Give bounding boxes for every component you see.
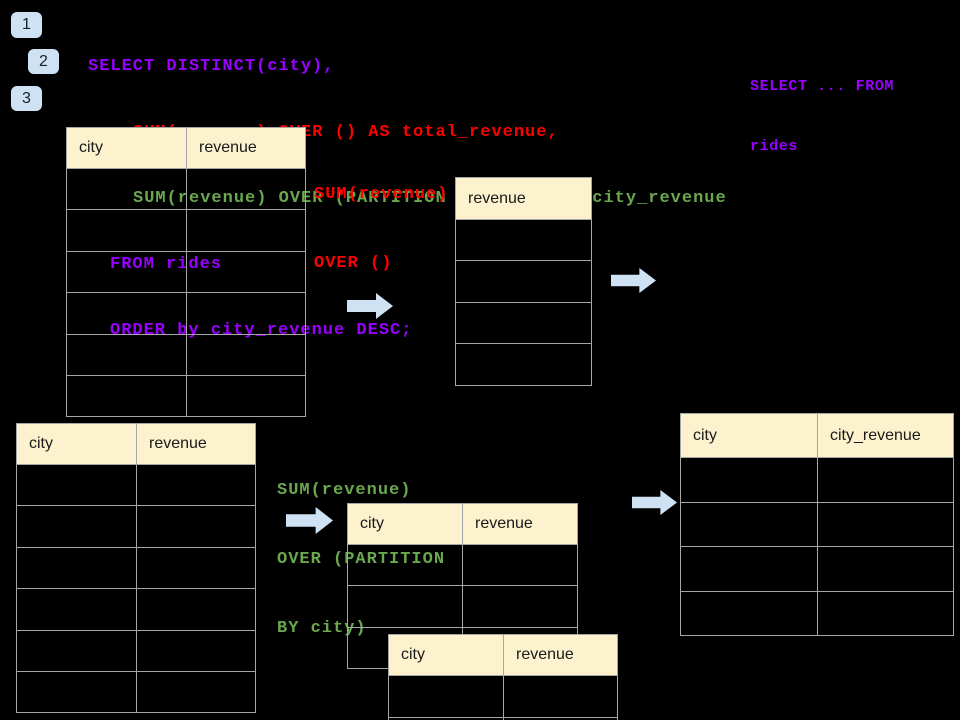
empty-cell [16, 670, 137, 714]
empty-cell [136, 588, 256, 631]
empty-cell [16, 463, 137, 507]
source-bottom-header-city: city [16, 423, 137, 465]
empty-cell [136, 546, 256, 590]
total-annotation-line1: SUM(revenue) [314, 185, 449, 204]
empty-cell [136, 463, 256, 507]
empty-cell [680, 457, 818, 503]
empty-cell [503, 716, 618, 720]
table-partition-front: city revenue [347, 503, 578, 670]
empty-cell [136, 505, 256, 548]
source-top-header-revenue: revenue [186, 127, 306, 169]
empty-cell [186, 374, 306, 418]
empty-cell [16, 546, 137, 590]
empty-cell [680, 501, 818, 547]
empty-cell [66, 374, 187, 418]
empty-cell [136, 629, 256, 672]
total-revenue-annotation: SUM(revenue) OVER () [314, 137, 448, 321]
empty-cell [455, 260, 592, 303]
empty-cell [817, 590, 954, 636]
step-badge-3: 3 [11, 86, 42, 111]
empty-cell [186, 333, 306, 376]
source-top-header-city: city [66, 127, 187, 169]
flow-arrow-icon-1 [347, 293, 393, 319]
table-source-bottom: city revenue [16, 423, 256, 714]
flow-arrow-icon-2 [611, 268, 656, 293]
empty-cell [186, 209, 306, 252]
empty-cell [455, 218, 592, 262]
partition-front-header-city: city [347, 503, 463, 545]
empty-cell [66, 292, 187, 335]
empty-cell [455, 301, 592, 345]
partition-front-header-revenue: revenue [462, 503, 578, 545]
total-annotation-line2: OVER () [314, 254, 393, 273]
table-total-revenue-result: revenue [455, 177, 592, 386]
empty-cell [66, 250, 187, 294]
empty-cell [817, 501, 954, 547]
flow-arrow-icon-3 [286, 507, 333, 534]
from-rides-note-line2: rides [750, 138, 799, 155]
empty-cell [462, 585, 578, 628]
table-city-revenue-result: city city_revenue [680, 413, 954, 636]
sql-line-select: SELECT DISTINCT(city), [88, 57, 335, 76]
total-result-header-revenue: revenue [455, 177, 592, 220]
partition-annotation-line1: SUM(revenue) [277, 481, 412, 500]
empty-cell [186, 167, 306, 211]
empty-cell [817, 457, 954, 503]
table-partition-back: city revenue [388, 634, 618, 720]
empty-cell [16, 629, 137, 672]
empty-cell [503, 675, 618, 718]
empty-cell [66, 209, 187, 252]
city-revenue-result-header-city: city [680, 413, 818, 458]
empty-cell [66, 333, 187, 376]
empty-cell [186, 292, 306, 335]
table-source-top: city revenue [66, 127, 306, 418]
partition-back-header-city: city [388, 634, 504, 676]
step-badge-2: 2 [28, 49, 59, 74]
partition-back-header-revenue: revenue [503, 634, 618, 676]
empty-cell [680, 546, 818, 592]
empty-cell [347, 543, 463, 587]
empty-cell [136, 670, 256, 714]
empty-cell [16, 505, 137, 548]
empty-cell [16, 588, 137, 631]
empty-cell [817, 546, 954, 592]
empty-cell [455, 343, 592, 386]
step-badge-1: 1 [11, 12, 42, 38]
from-rides-note-line1: SELECT ... FROM [750, 78, 895, 95]
empty-cell [388, 675, 504, 718]
empty-cell [462, 543, 578, 587]
empty-cell [186, 250, 306, 294]
empty-cell [347, 585, 463, 628]
city-revenue-result-header-city-revenue: city_revenue [817, 413, 954, 458]
from-rides-note: SELECT ... FROM rides [750, 37, 894, 197]
flow-arrow-icon-4 [632, 490, 677, 515]
empty-cell [680, 590, 818, 636]
empty-cell [66, 167, 187, 211]
source-bottom-header-revenue: revenue [136, 423, 256, 465]
